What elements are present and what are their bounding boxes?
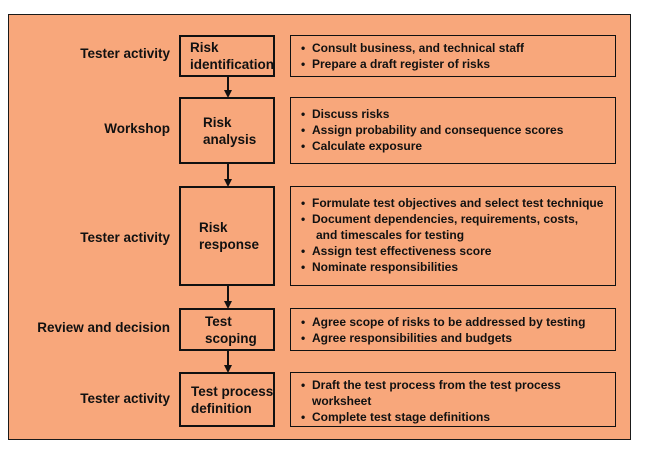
stage-box-risk-analysis: Risk analysis [179,97,275,164]
row-label-3: Tester activity [80,230,170,245]
detail-box-4: Agree scope of risks to be addressed by … [290,308,616,351]
stage-line: Risk [203,114,232,130]
detail-item: Calculate exposure [301,138,609,154]
stage-box-test-process-definition: Test process definition [179,372,275,427]
stage-line: analysis [203,131,257,147]
detail-item: Document dependencies, requirements, cos… [301,211,609,243]
detail-item: Nominate responsibilities [301,259,609,275]
stage-line: Test [205,313,232,329]
stage-box-test-scoping: Test scoping [179,308,275,351]
detail-item: Prepare a draft register of risks [301,56,609,72]
detail-box-1: Consult business, and technical staff Pr… [290,35,616,77]
stage-line: scoping [205,330,257,346]
stage-line: identification [190,57,274,72]
detail-box-5: Draft the test process from the test pro… [290,372,616,427]
stage-box-risk-response: Risk response [179,186,275,286]
row-label-1: Tester activity [80,46,170,61]
detail-box-2: Discuss risks Assign probability and con… [290,97,616,164]
row-label-5: Tester activity [80,391,170,406]
detail-item: Consult business, and technical staff [301,40,609,56]
stage-box-risk-identification: Risk identification [179,35,275,77]
detail-item: Complete test stage definitions [301,409,609,425]
detail-box-3: Formulate test objectives and select tes… [290,186,616,286]
row-label-4: Review and decision [37,320,170,335]
stage-line: response [199,237,260,252]
detail-item: Agree responsibilities and budgets [301,330,609,346]
detail-item: Assign test effectiveness score [301,243,609,259]
stage-line: Risk [190,40,219,55]
detail-item: Formulate test objectives and select tes… [301,195,609,211]
stage-line: Test process [191,383,274,399]
detail-item: Assign probability and consequence score… [301,122,609,138]
detail-item: Draft the test process from the test pro… [301,377,609,409]
stage-line: definition [191,400,252,416]
row-label-2: Workshop [104,121,170,136]
detail-item: Agree scope of risks to be addressed by … [301,314,609,330]
stage-line: Risk [199,220,228,235]
detail-item: Discuss risks [301,106,609,122]
